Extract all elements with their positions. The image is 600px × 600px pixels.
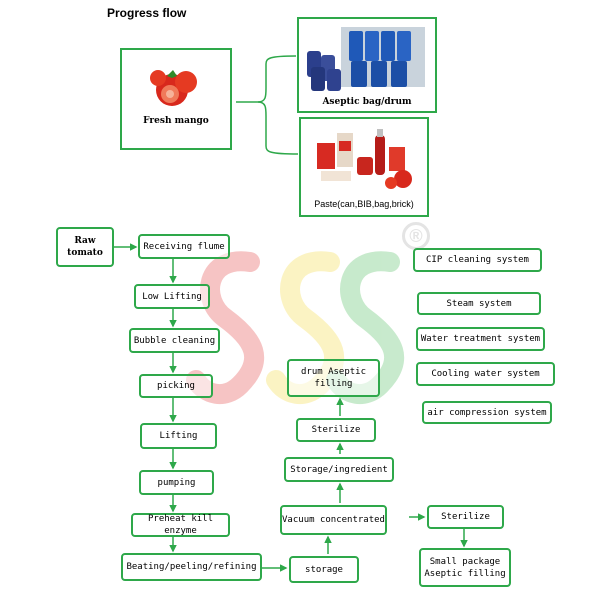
aseptic-panel: Aseptic bag/drum <box>297 17 437 113</box>
step-bubble-cleaning: Bubble cleaning <box>129 328 220 353</box>
step-vacuum-concentrated: Vacuum concentrated <box>280 505 387 535</box>
tomato-image <box>150 70 197 106</box>
paste-products-image <box>317 129 412 189</box>
fresh-mango-label: Fresh mango <box>143 116 209 126</box>
step-sterilize-left: Sterilize <box>296 418 376 442</box>
aseptic-label: Aseptic bag/drum <box>322 97 412 107</box>
system-cip-cleaning: CIP cleaning system <box>413 248 542 272</box>
step-pumping: pumping <box>139 470 214 495</box>
system-steam: Steam system <box>417 292 541 315</box>
system-air-compression: air compression system <box>422 401 552 424</box>
page-title: Progress flow <box>107 6 187 20</box>
step-small-package: Small package Aseptic filling <box>419 548 511 587</box>
step-lifting: Lifting <box>140 423 217 449</box>
step-preheat: Preheat kill enzyme <box>131 513 230 537</box>
paste-label: Paste(can,BIB,bag,brick) <box>314 199 414 209</box>
step-picking: picking <box>139 374 213 398</box>
paste-panel: Paste(can,BIB,bag,brick) <box>299 117 429 217</box>
step-receiving-flume: Receiving flume <box>138 234 230 259</box>
step-drum-aseptic-filling: drum Aseptic filling <box>287 359 380 397</box>
step-raw-tomato: Raw tomato <box>56 227 114 267</box>
step-beating: Beating/peeling/refining <box>121 553 262 581</box>
system-water-treatment: Water treatment system <box>416 327 545 351</box>
step-low-lifting: Low Lifting <box>134 284 210 309</box>
step-sterilize-right: Sterilize <box>427 505 504 529</box>
step-storage-ingredient: Storage/ingredient <box>284 457 394 482</box>
step-storage: storage <box>289 556 359 583</box>
fresh-mango-panel: Fresh mango <box>120 48 232 150</box>
drums-image <box>307 27 425 91</box>
system-cooling-water: Cooling water system <box>416 362 555 386</box>
